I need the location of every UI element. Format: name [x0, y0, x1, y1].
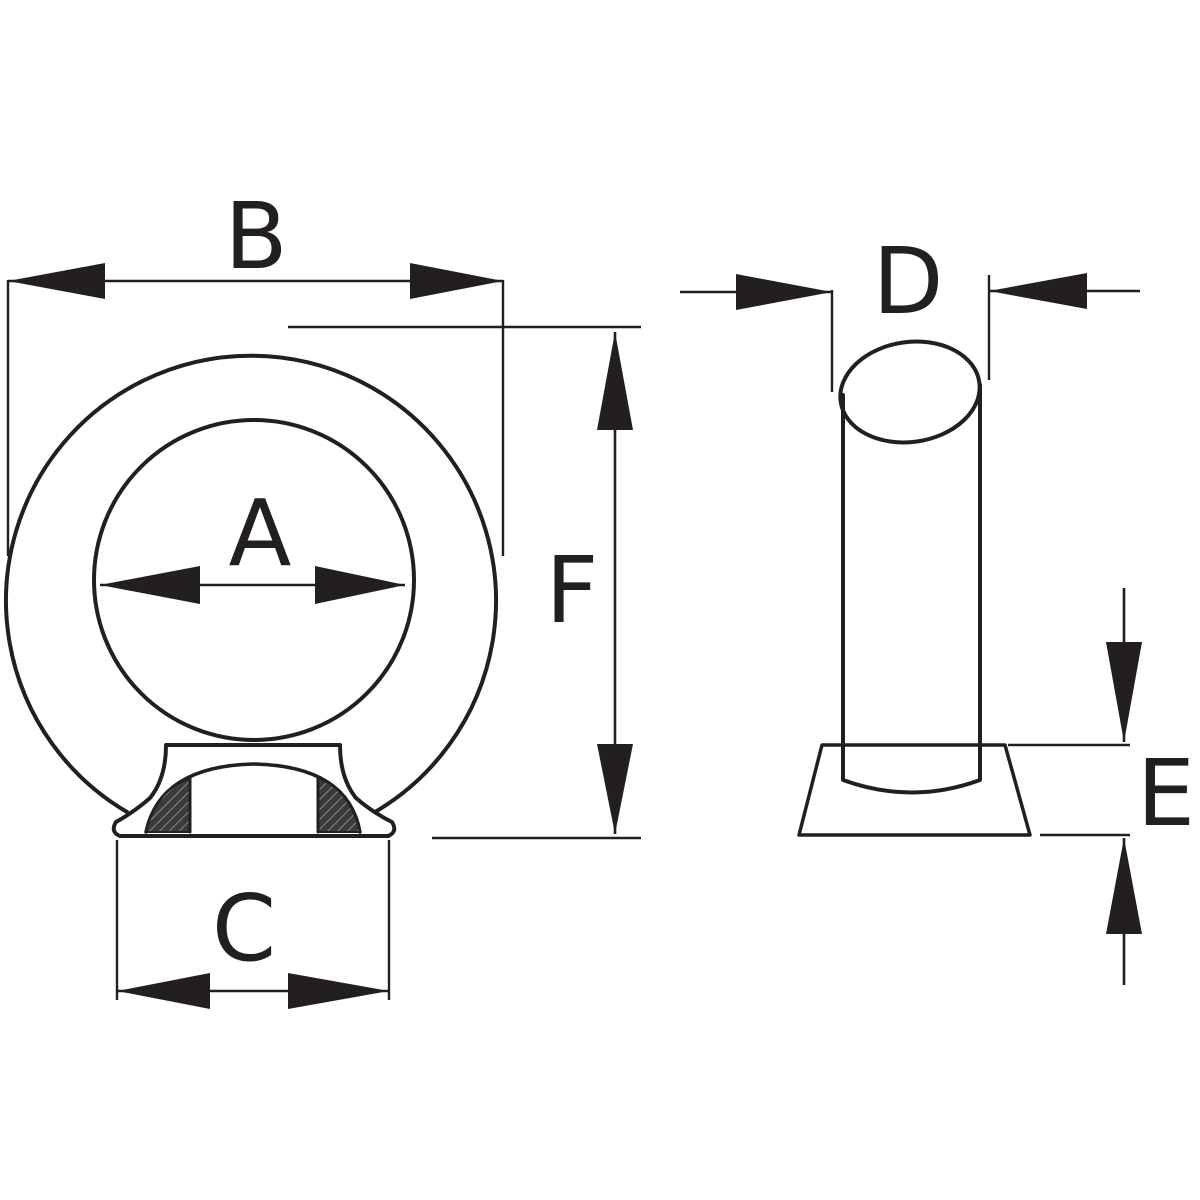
- dimension-b: B: [6, 183, 505, 556]
- side-base-plate: [797, 743, 1032, 837]
- ring-outer-outline: [4, 353, 498, 814]
- label-f: F: [546, 537, 599, 644]
- dimension-f: F: [288, 325, 641, 840]
- dimension-a: A: [100, 480, 405, 604]
- dimension-d: D: [680, 228, 1140, 392]
- side-view: [797, 339, 1032, 837]
- arrowhead-c-right: [288, 973, 389, 1009]
- label-b: B: [224, 183, 287, 290]
- arrowhead-f-bottom: [597, 744, 633, 834]
- dimension-e: E: [1008, 588, 1195, 985]
- side-top-section: [838, 339, 982, 445]
- arrowhead-a-right: [315, 566, 405, 604]
- label-d: D: [873, 228, 944, 335]
- arrowhead-e-bottom: [1106, 838, 1142, 934]
- side-shank: [841, 383, 982, 795]
- arrowhead-a-left: [100, 566, 200, 604]
- thread-section-left: [144, 776, 191, 833]
- ring-inner-outline: [92, 418, 416, 742]
- arrowhead-c-left: [117, 973, 210, 1009]
- label-e: E: [1137, 740, 1195, 847]
- collar-base: [111, 743, 397, 838]
- arrowhead-e-top: [1106, 642, 1142, 742]
- dimension-c: C: [115, 840, 391, 1009]
- thread-section-right: [317, 776, 362, 833]
- arrowhead-b-right: [410, 263, 503, 299]
- label-a: A: [229, 480, 292, 587]
- front-view: [4, 353, 498, 838]
- arrowhead-f-top: [597, 332, 633, 430]
- arrowhead-d-right: [989, 273, 1087, 309]
- label-c: C: [212, 875, 276, 982]
- arrowhead-d-left: [736, 274, 832, 310]
- arrowhead-b-left: [8, 263, 105, 299]
